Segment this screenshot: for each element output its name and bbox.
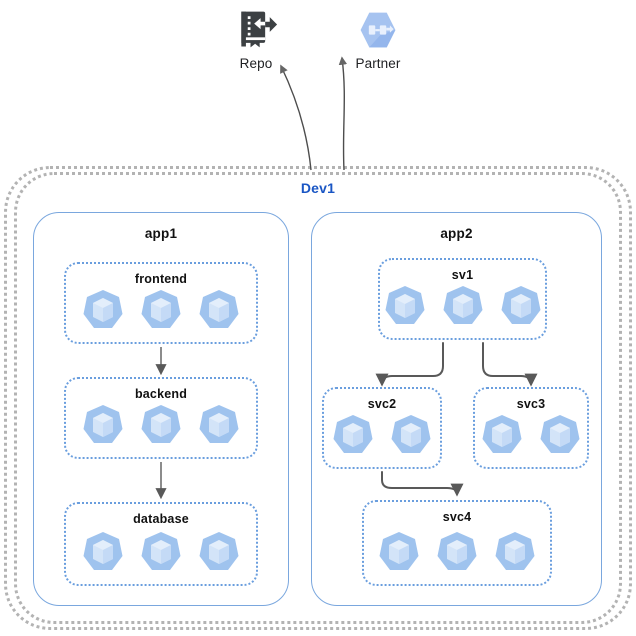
service-box-svc2[interactable]: svc2: [322, 387, 442, 469]
pod-row: [66, 403, 256, 447]
cluster-label: Dev1: [300, 180, 336, 196]
service-title: svc3: [516, 397, 546, 411]
edge-cluster-to-partner: [338, 56, 348, 171]
repository-icon: [241, 11, 278, 48]
pod-row: [66, 530, 256, 574]
service-box-svc3[interactable]: svc3: [473, 387, 589, 469]
pod-icon: [197, 288, 241, 332]
pod-icon: [441, 284, 485, 328]
pod-icon: [331, 413, 375, 457]
pod-row: [475, 413, 587, 457]
service-box-backend[interactable]: backend: [64, 377, 258, 459]
pod-row: [380, 284, 545, 328]
service-box-database[interactable]: database: [64, 502, 258, 586]
edge-cluster-to-repo: [280, 64, 312, 171]
pod-icon: [389, 413, 433, 457]
pod-icon: [383, 284, 427, 328]
pod-icon: [197, 530, 241, 574]
service-title: frontend: [134, 272, 188, 286]
pod-icon: [139, 530, 183, 574]
service-box-sv1[interactable]: sv1: [378, 258, 547, 340]
pod-icon: [139, 288, 183, 332]
external-node-label: Partner: [355, 56, 401, 71]
pod-icon: [81, 530, 125, 574]
service-title: backend: [134, 387, 188, 401]
pod-icon: [499, 284, 543, 328]
cluster-boundary-outer: [4, 166, 632, 630]
external-node-label: Repo: [239, 56, 273, 71]
pod-icon: [435, 530, 479, 574]
service-title: database: [133, 512, 189, 526]
external-node-repo[interactable]: Repo: [211, 8, 301, 71]
partner-hexagon-icon: [360, 12, 396, 48]
service-title: sv1: [451, 268, 474, 282]
pod-row: [324, 413, 440, 457]
service-box-svc4[interactable]: svc4: [362, 500, 552, 586]
app-title: app2: [440, 226, 473, 241]
pod-icon: [493, 530, 537, 574]
pod-row: [66, 288, 256, 332]
service-title: svc2: [367, 397, 397, 411]
pod-icon: [81, 288, 125, 332]
pod-icon: [81, 403, 125, 447]
external-node-partner[interactable]: Partner: [333, 8, 423, 71]
pod-row: [364, 530, 550, 574]
pod-icon: [480, 413, 524, 457]
pod-icon: [377, 530, 421, 574]
cluster-boundary-inner: [14, 172, 622, 624]
pod-icon: [139, 403, 183, 447]
pod-icon: [197, 403, 241, 447]
service-title: svc4: [442, 510, 472, 524]
service-box-frontend[interactable]: frontend: [64, 262, 258, 344]
pod-icon: [538, 413, 582, 457]
app-title: app1: [144, 226, 178, 241]
